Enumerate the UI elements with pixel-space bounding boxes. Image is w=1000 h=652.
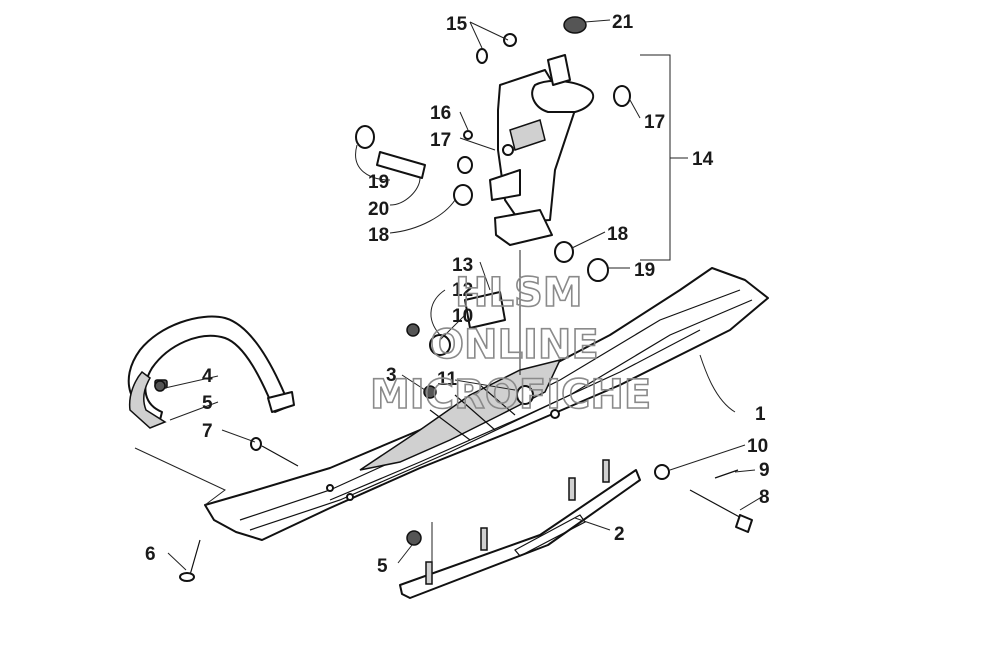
bushing-set-right [476,16,631,282]
callout-6: 6 [145,544,156,565]
callout-16: 16 [430,103,451,124]
callout-2: 2 [614,524,625,545]
callout-8: 8 [759,487,770,508]
callout-9: 9 [759,460,770,481]
callout-5-loop: 5 [202,393,213,414]
callout-13: 13 [452,255,473,276]
callout-5-ski: 5 [377,556,388,577]
watermark-line-3: MICROFICHE [370,372,651,418]
callout-17-right: 17 [644,112,665,133]
callout-labels: 1 2 3 4 5 5 6 7 8 9 10 10 11 12 13 14 15… [145,12,770,577]
bolt-7 [250,437,299,467]
callout-14: 14 [692,149,714,170]
spindle [489,54,595,246]
watermark-line-1: HLSM [455,270,583,316]
bushing-set-left [355,125,473,206]
callout-18-left: 18 [368,225,389,246]
callout-4: 4 [202,366,213,387]
bolt-8 [689,489,753,533]
callout-15: 15 [446,14,468,35]
callout-21: 21 [612,12,634,33]
ski-loop [127,315,295,429]
washer-10 [654,464,670,480]
leader-lines [134,19,766,575]
callout-1: 1 [755,404,766,425]
callout-11: 11 [437,369,458,390]
callout-10-lower: 10 [747,436,768,457]
callout-10-upper: 10 [452,306,473,327]
callout-3: 3 [386,365,397,386]
ski-body [204,267,769,541]
callout-20: 20 [368,199,389,220]
screw-6 [179,539,201,582]
callout-18-right: 18 [607,224,628,245]
watermark: HLSM ONLINE MICROFICHE [369,269,652,419]
callout-17-left: 17 [430,130,451,151]
wear-bar [399,459,641,599]
callout-19-left: 19 [368,172,389,193]
callout-19-right: 19 [634,260,655,281]
watermark-line-2: ONLINE [430,322,599,368]
cotter-pin-9 [714,469,739,479]
callout-7: 7 [202,421,213,442]
callout-12: 12 [452,280,473,301]
center-mount [154,291,534,546]
